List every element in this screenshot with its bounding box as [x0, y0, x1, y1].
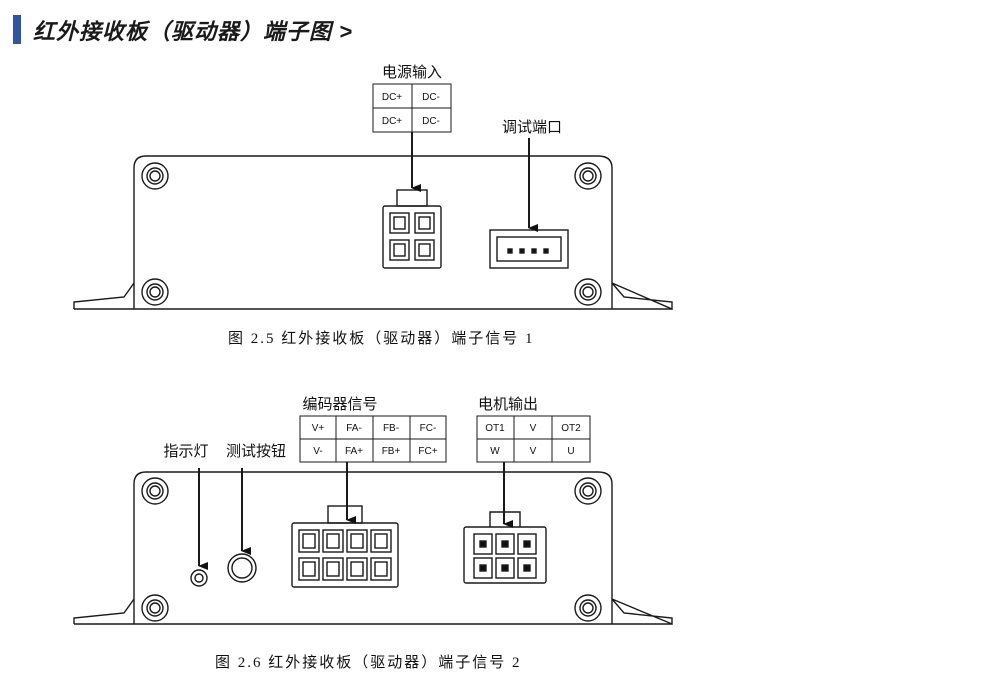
pin-label: U — [567, 446, 574, 457]
screw-hole — [141, 477, 169, 505]
test-button — [227, 553, 257, 583]
screw-hole — [574, 594, 602, 622]
figure-1 — [73, 83, 673, 311]
pin-label: FC- — [420, 423, 437, 434]
pin-label: FA- — [346, 423, 362, 434]
pin-label: DC- — [422, 92, 440, 103]
screw-hole — [574, 162, 602, 190]
pin-label: V- — [313, 446, 322, 457]
pin-label: W — [490, 446, 500, 457]
pin-label: FB+ — [382, 446, 401, 457]
pin-label: DC- — [422, 116, 440, 127]
power-input-label: 电源输入 — [382, 64, 442, 81]
screw-hole — [141, 278, 169, 306]
encoder-signal-label: 编码器信号 — [302, 396, 377, 413]
figure-1-caption: 图 2.5 红外接收板（驱动器）端子信号 1 — [228, 329, 535, 347]
section-accent-bar — [13, 15, 21, 44]
pin-label: FB- — [383, 423, 399, 434]
pin-label: OT1 — [485, 423, 505, 434]
mounting-flange — [73, 598, 673, 626]
debug-port — [489, 229, 569, 269]
figure-2-caption: 图 2.6 红外接收板（驱动器）端子信号 2 — [215, 653, 522, 671]
debug-port-label: 调试端口 — [502, 119, 562, 136]
pin-label: DC+ — [382, 116, 402, 127]
pin-label: OT2 — [561, 423, 581, 434]
motor-pin-table — [476, 415, 591, 463]
pin-label: V+ — [312, 423, 325, 434]
figure-2 — [73, 415, 673, 626]
pin-label: FA+ — [345, 446, 363, 457]
motor-output-label: 电机输出 — [478, 396, 538, 413]
screw-hole — [574, 477, 602, 505]
screw-hole — [574, 278, 602, 306]
screw-hole — [141, 594, 169, 622]
enclosure-body-2 — [133, 471, 613, 624]
indicator-led — [190, 569, 208, 587]
enclosure-body-1 — [133, 155, 613, 309]
mounting-flange — [73, 282, 673, 311]
page-title: 红外接收板（驱动器）端子图 > — [33, 19, 353, 44]
test-button-label: 测试按钮 — [226, 443, 286, 460]
pin-label: V — [530, 446, 537, 457]
encoder-connector — [291, 505, 399, 588]
indicator-label: 指示灯 — [163, 443, 208, 460]
pin-label: DC+ — [382, 92, 402, 103]
pin-label: FC+ — [418, 446, 437, 457]
encoder-pin-table — [299, 415, 447, 463]
screw-hole — [141, 162, 169, 190]
power-connector — [382, 189, 442, 269]
pin-label: V — [530, 423, 537, 434]
